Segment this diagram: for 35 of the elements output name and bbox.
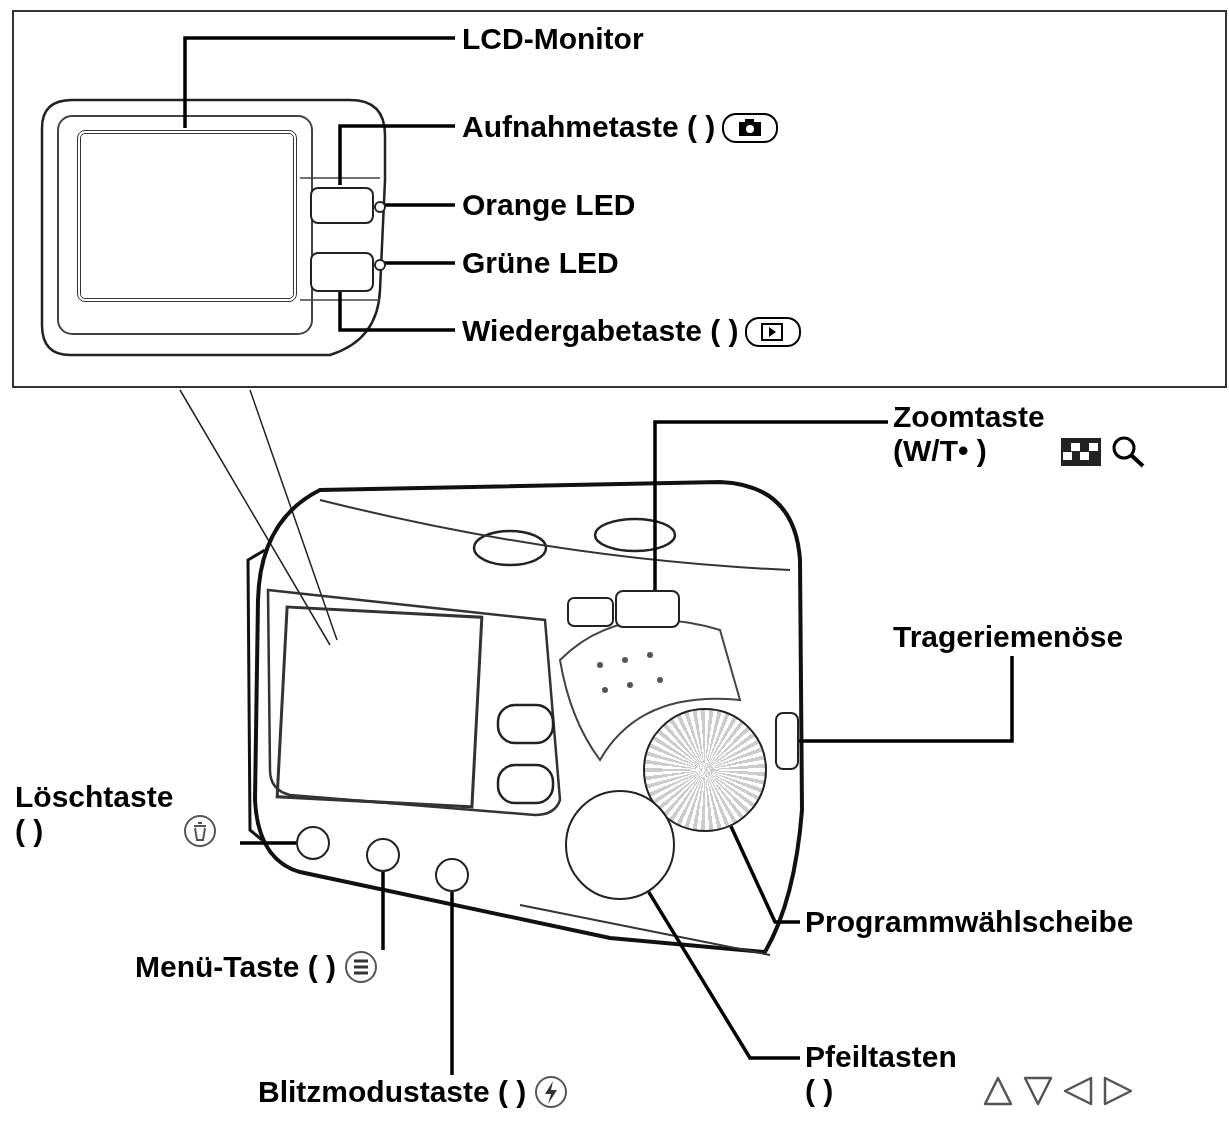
- shutter-button: [310, 187, 374, 224]
- led-lamp: [374, 259, 386, 271]
- round-button: [435, 858, 469, 892]
- zoom-lever: [615, 590, 680, 628]
- part-label: LCD-Monitor: [462, 22, 644, 56]
- leader-line: [653, 420, 888, 590]
- part-label: Wiedergabetaste ( ): [462, 314, 739, 348]
- round-button: [296, 826, 330, 860]
- leader-line: [384, 203, 455, 207]
- callout-frame: [12, 10, 1227, 388]
- leader-line: [384, 261, 455, 265]
- round-button: [366, 838, 400, 872]
- lcd-screen: [77, 130, 297, 302]
- part-label: Zoomtaste (W/T• ): [893, 400, 1046, 468]
- part-label: Orange LED: [462, 188, 636, 222]
- strap-eyelet: [775, 712, 799, 770]
- playback-button: [310, 252, 374, 292]
- leader-line: [647, 891, 800, 1060]
- part-label: Blitzmodustaste ( ): [258, 1075, 527, 1109]
- part-label: Aufnahmetaste ( ): [462, 110, 716, 144]
- led-lamp: [374, 201, 386, 213]
- leader-line: [240, 841, 296, 845]
- part-label: Trageriemenöse: [893, 620, 1124, 654]
- part-label: Grüne LED: [462, 246, 619, 280]
- leader-line: [450, 892, 454, 1075]
- leader-line: [338, 290, 455, 332]
- part-label: Programmwählscheibe: [805, 905, 1134, 939]
- leader-line: [799, 656, 1014, 743]
- part-label: Menü-Taste ( ): [135, 950, 337, 984]
- leader-line: [183, 36, 455, 128]
- part-label: Löschtaste ( ): [15, 780, 175, 848]
- part-label: Pfeiltasten ( ): [805, 1040, 958, 1108]
- leader-line: [729, 825, 800, 924]
- leader-line: [381, 872, 385, 950]
- leader-line: [338, 124, 455, 185]
